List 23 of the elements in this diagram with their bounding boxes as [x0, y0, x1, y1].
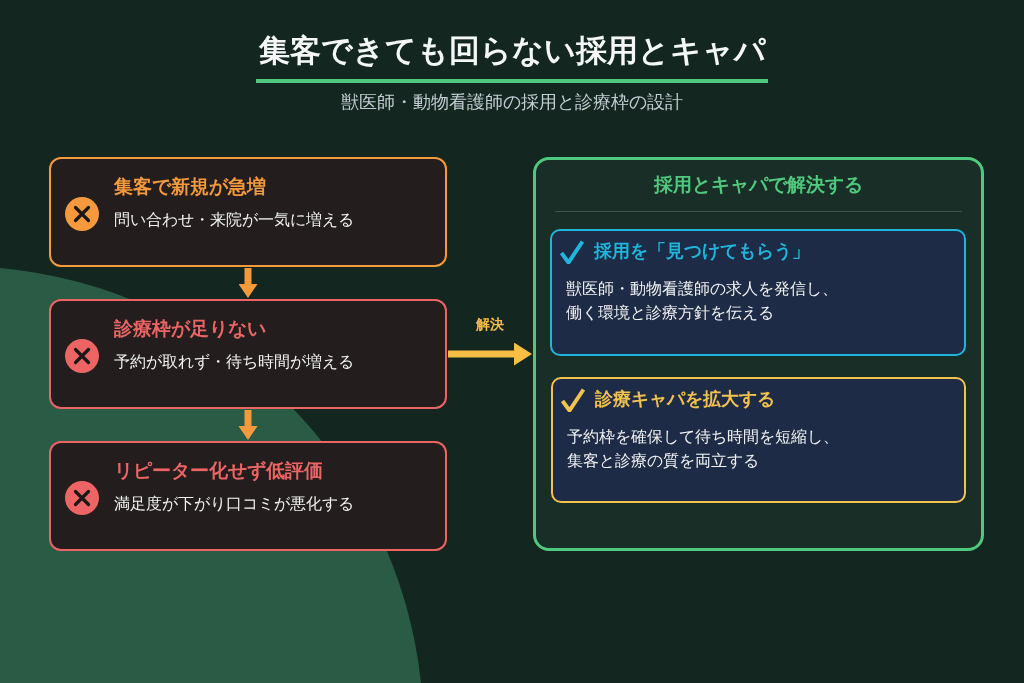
- subtitle: 獣医師・動物看護師の採用と診療枠の設計: [341, 91, 683, 114]
- box-text: 満足度が下がり口コミが悪化する: [113, 492, 354, 515]
- arrow: [448, 345, 532, 363]
- panel-heading: 採用とキャパで解決する: [654, 173, 863, 195]
- edge-label: 解決: [474, 314, 506, 334]
- solution-panel: [533, 157, 984, 551]
- box-text: 獣医師・動物看護師の求人を発信し、働く環境と診療方針を伝える: [566, 279, 839, 324]
- title: 集客できても回らない採用とキャパ: [258, 31, 766, 70]
- box-text: 予約が取れず・待ち時間が増える: [113, 350, 354, 373]
- solution-card: [551, 377, 966, 503]
- box-heading: リピーター化せず低評価: [113, 459, 323, 482]
- problem-box: [49, 441, 447, 551]
- box-heading: 診療キャパを拡大する: [595, 388, 775, 410]
- problem-box: [49, 157, 447, 267]
- problem-box: [49, 299, 447, 409]
- box-heading: 集客で新規が急増: [113, 175, 266, 198]
- box-heading: 診療枠が足りない: [113, 317, 266, 340]
- box-heading: 採用を「見つけてもらう」: [594, 240, 810, 262]
- box-text: 問い合わせ・来院が一気に増える: [113, 208, 354, 231]
- arrow: [241, 410, 255, 440]
- arrow: [241, 268, 255, 298]
- box-text: 予約枠を確保して待ち時間を短縮し、集客と診療の質を両立する: [567, 427, 840, 472]
- solution-card: [550, 229, 966, 356]
